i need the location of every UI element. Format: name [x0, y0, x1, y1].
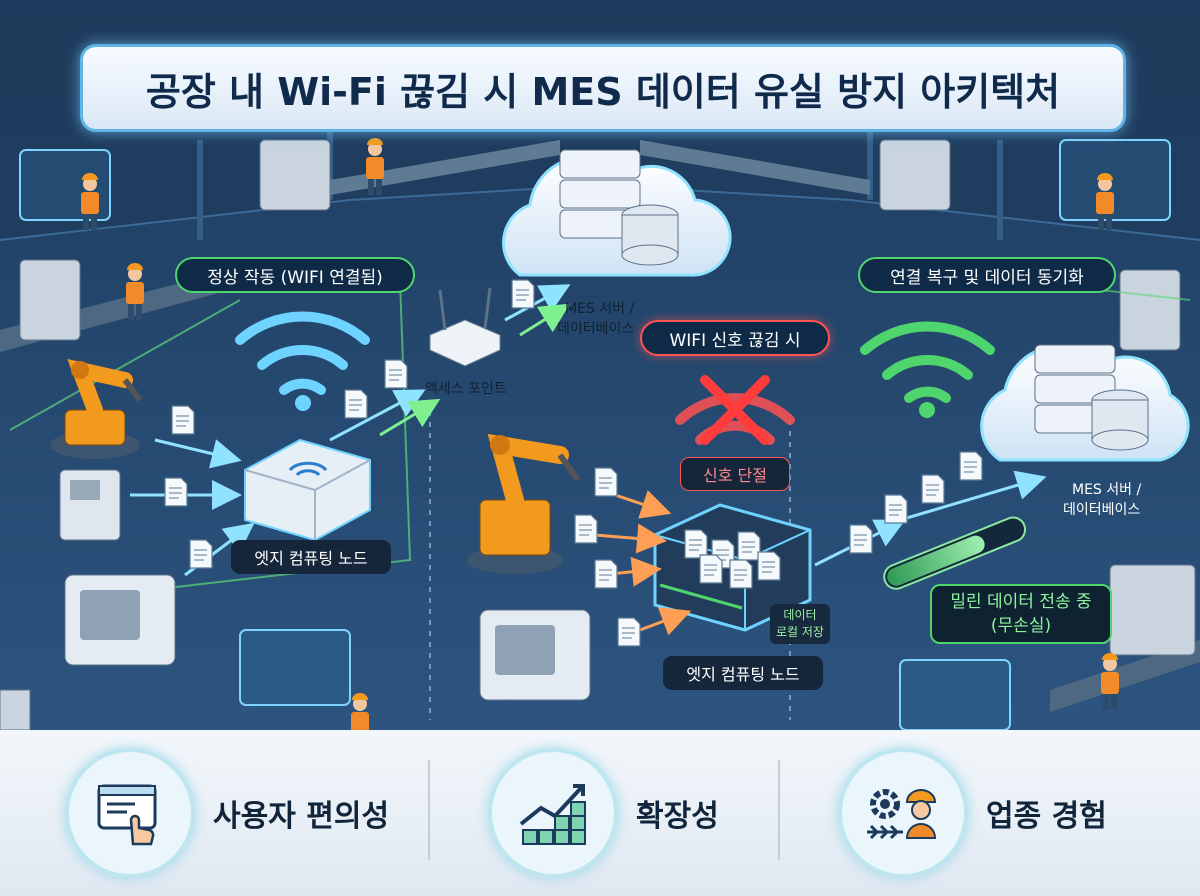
wifi-cut-header: WIFI 신호 끊김 시 — [640, 320, 830, 356]
sync-status-box: 밀린 데이터 전송 중 (무손실) — [930, 584, 1112, 644]
access-point-label: 액세스 포인트 — [425, 381, 507, 397]
right-server-label-1: MES 서버 / — [1072, 482, 1142, 498]
signal-cut-label: 신호 단절 — [680, 457, 790, 491]
mid-server-label-2: 데이터베이스 — [557, 321, 635, 337]
normal-operation-header: 정상 작동 (WIFI 연결됨) — [175, 257, 415, 293]
recovery-sync-header: 연결 복구 및 데이터 동기화 — [858, 257, 1116, 293]
page-title: 공장 내 Wi-Fi 끊김 시 MES 데이터 유실 방지 아키텍처 — [145, 69, 1061, 114]
edge-node-router-icon — [244, 438, 371, 542]
feature-divider — [778, 760, 780, 860]
wifi-signal-icon — [235, 311, 370, 395]
local-storage-label: 데이터 로컬 저장 — [770, 604, 830, 644]
wifi-restored-icon — [860, 321, 995, 403]
sync-progress-bar — [883, 516, 1027, 590]
feature-scalability: 확장성 — [488, 730, 719, 896]
feature-industry-experience: 업종 경험 — [838, 730, 1107, 896]
mid-edge-node-label: 엣지 컴퓨팅 노드 — [663, 656, 823, 690]
mid-server-label-1: MES 서버 / — [565, 301, 635, 317]
left-edge-node-label: 엣지 컴퓨팅 노드 — [231, 540, 391, 574]
access-point-icon — [429, 287, 501, 367]
cloud-server-icon — [502, 149, 732, 277]
robot-arm-icon — [467, 433, 581, 574]
feature-bar: 사용자 편의성 확장성 — [0, 730, 1200, 896]
growth-chart-icon — [488, 748, 618, 878]
touch-screen-icon — [65, 748, 195, 878]
feature-divider — [428, 760, 430, 860]
feature-label-scalability: 확장성 — [636, 799, 719, 834]
title-banner: 공장 내 Wi-Fi 끊김 시 MES 데이터 유실 방지 아키텍처 — [80, 44, 1126, 132]
gear-worker-icon — [838, 748, 968, 878]
feature-label-industry-experience: 업종 경험 — [986, 799, 1107, 834]
feature-usability: 사용자 편의성 — [65, 730, 389, 896]
robot-arm-icon — [50, 358, 143, 459]
signal-cut-icon — [700, 375, 770, 445]
right-server-label-2: 데이터베이스 — [1063, 502, 1141, 518]
feature-label-usability: 사용자 편의성 — [213, 799, 390, 834]
cloud-server-icon — [980, 344, 1190, 462]
